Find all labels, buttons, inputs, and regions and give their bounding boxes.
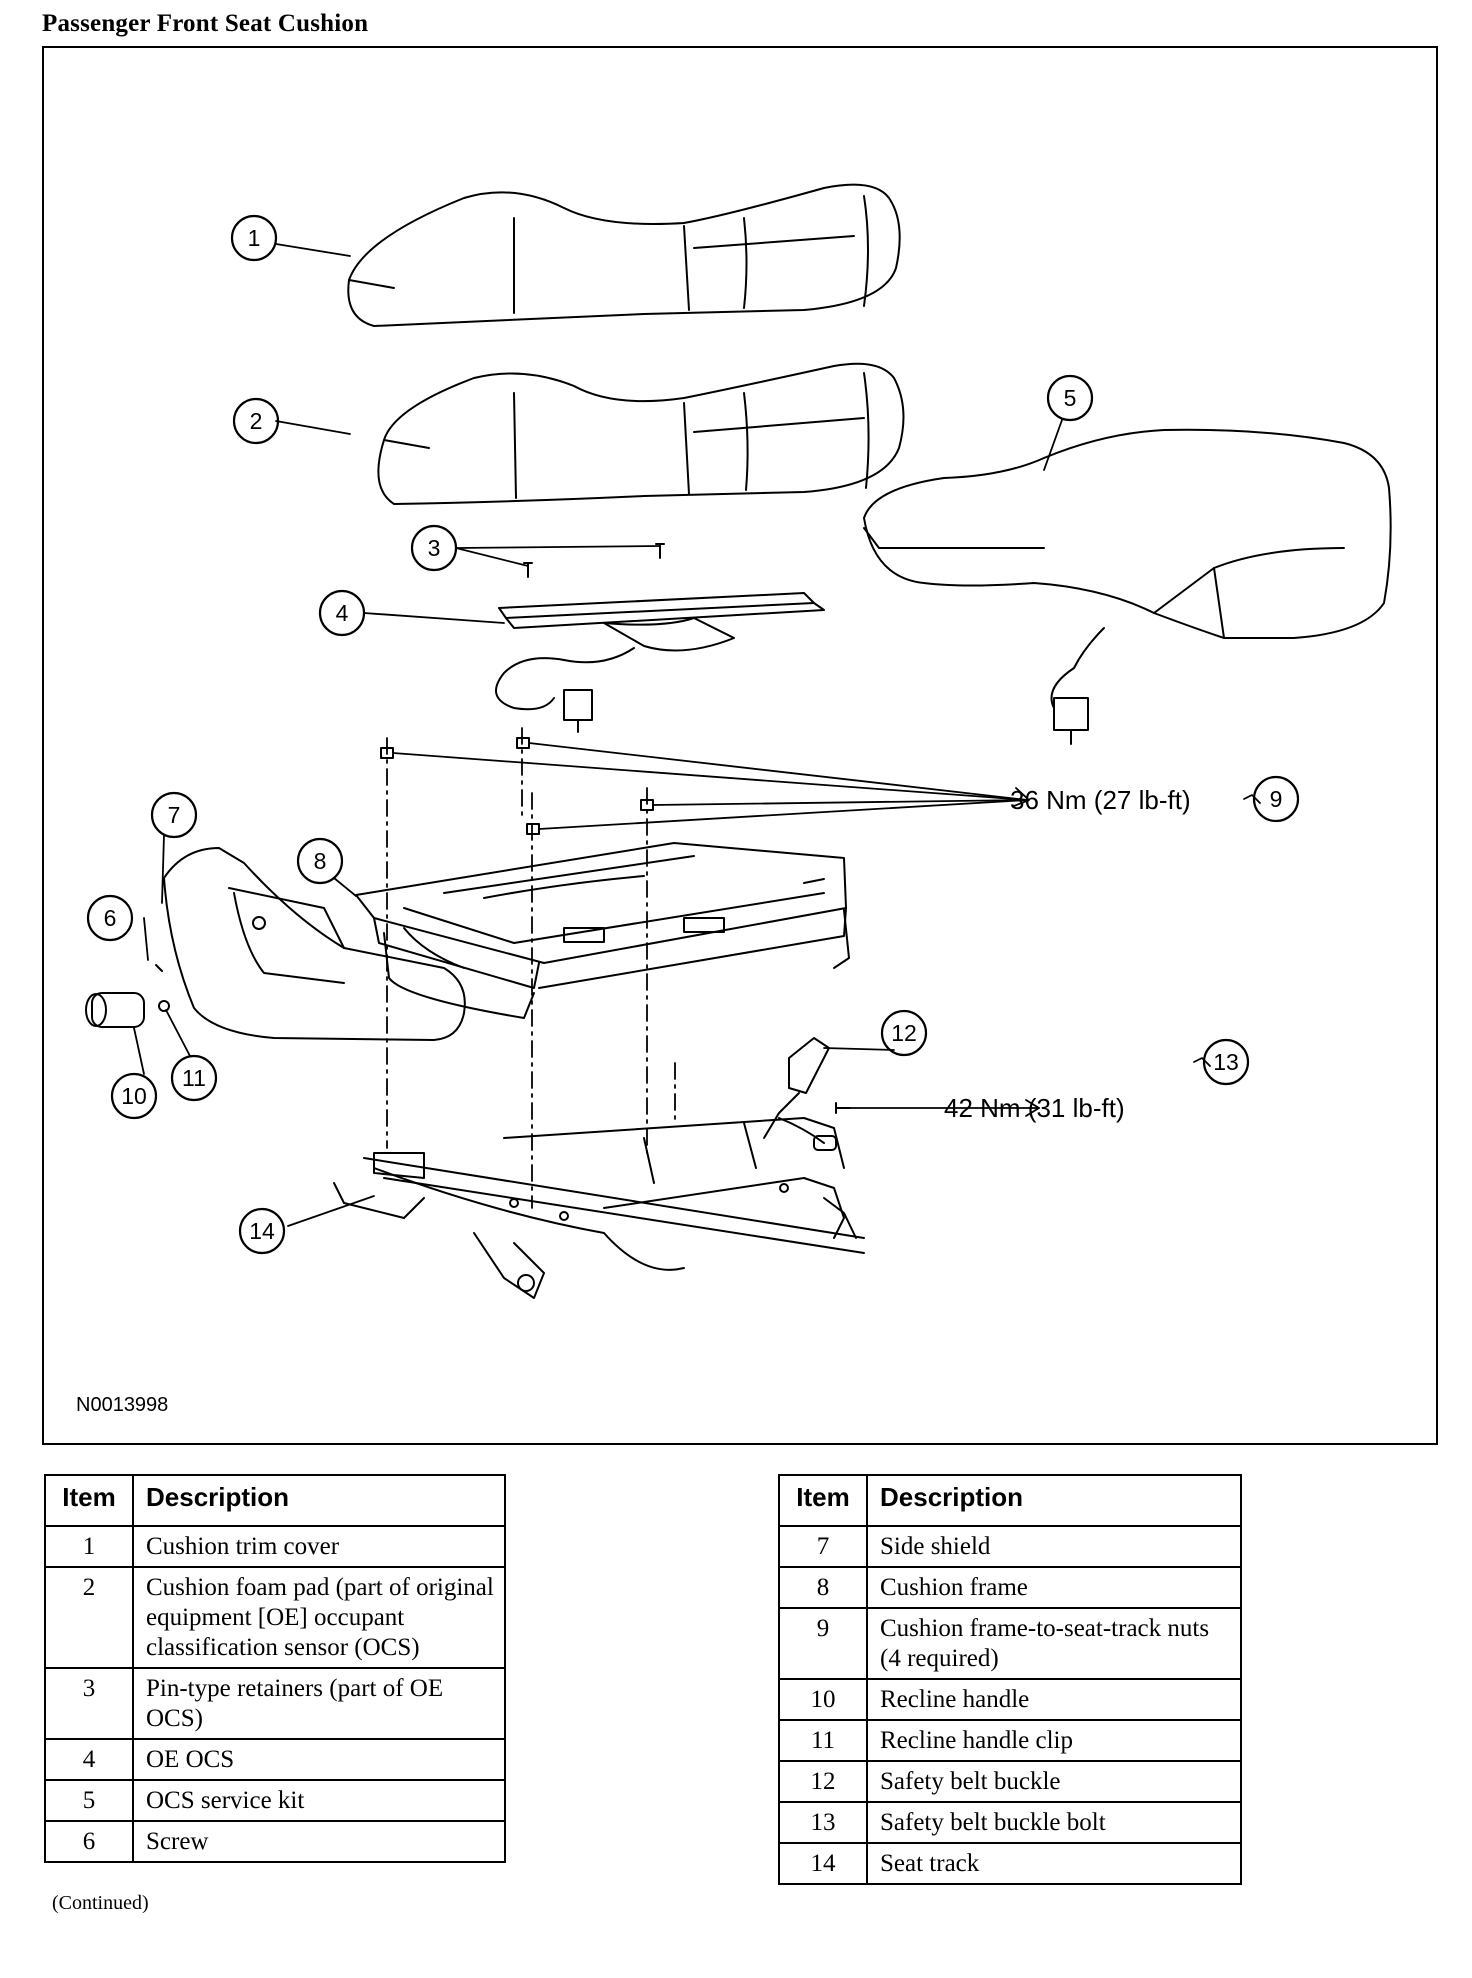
- buckle-bolt-drawing: [835, 1102, 851, 1114]
- item-description: Pin-type retainers (part of OE OCS): [132, 1667, 506, 1740]
- side-shield-drawing: [163, 847, 466, 1041]
- item-description: Screw: [132, 1820, 506, 1863]
- cushion-foam-pad-drawing: [377, 362, 905, 505]
- callout-1: 1: [248, 225, 261, 251]
- leader-lines: [133, 243, 1261, 1227]
- callout-4: 4: [336, 600, 349, 626]
- item-number: 7: [778, 1525, 868, 1568]
- table-row: 7 Side shield: [778, 1525, 1242, 1568]
- callout-13: 13: [1213, 1049, 1239, 1075]
- cushion-frame-drawing: [355, 842, 850, 1019]
- table-row: 8 Cushion frame: [778, 1566, 1242, 1609]
- item-number: 9: [778, 1607, 868, 1680]
- table-row: 6 Screw: [44, 1820, 506, 1863]
- item-description: Recline handle: [866, 1678, 1242, 1721]
- item-number: 11: [778, 1719, 868, 1762]
- callout-6: 6: [104, 905, 117, 931]
- column-header-item: Item: [44, 1474, 134, 1527]
- torque-spec-bolt: 42 Nm (31 lb-ft): [944, 1093, 1125, 1123]
- item-number: 14: [778, 1842, 868, 1885]
- item-description: Cushion frame: [866, 1566, 1242, 1609]
- continued-note: (Continued): [52, 1892, 149, 1914]
- item-number: 12: [778, 1760, 868, 1803]
- cushion-trim-cover-drawing: [347, 183, 901, 327]
- oe-ocs-drawing: [495, 592, 825, 733]
- item-number: 5: [44, 1779, 134, 1822]
- callout-5: 5: [1064, 385, 1077, 411]
- pin-retainers-drawing: [523, 543, 665, 578]
- seat-track-drawing: [333, 1117, 865, 1299]
- column-header-description: Description: [866, 1474, 1242, 1527]
- figure-id: N0013998: [76, 1394, 169, 1416]
- exploded-view-diagram: 1 2 3 4 5 6 7 8 9 10 11 12 13 14 36 Nm (…: [42, 46, 1438, 1445]
- callout-circles: [86, 214, 1300, 1255]
- item-description: OE OCS: [132, 1738, 506, 1781]
- alignment-lines: [386, 727, 676, 1209]
- table-row: 2 Cushion foam pad (part of original equ…: [44, 1566, 506, 1669]
- table-header-row: Item Description: [44, 1474, 506, 1527]
- safety-belt-buckle-drawing: [763, 1037, 837, 1151]
- callout-9: 9: [1270, 786, 1283, 812]
- item-number: 2: [44, 1566, 134, 1669]
- column-header-description: Description: [132, 1474, 506, 1527]
- item-number: 4: [44, 1738, 134, 1781]
- item-number: 8: [778, 1566, 868, 1609]
- callout-8: 8: [314, 848, 327, 874]
- item-number: 6: [44, 1820, 134, 1863]
- item-number: 13: [778, 1801, 868, 1844]
- item-number: 10: [778, 1678, 868, 1721]
- callout-10: 10: [121, 1083, 147, 1109]
- page-title: Passenger Front Seat Cushion: [42, 10, 369, 37]
- item-number: 3: [44, 1667, 134, 1740]
- recline-handle-drawing: [85, 992, 145, 1028]
- callout-14: 14: [249, 1218, 275, 1244]
- callout-12: 12: [891, 1020, 917, 1046]
- table-row: 11 Recline handle clip: [778, 1719, 1242, 1762]
- item-description: Cushion frame-to-seat-track nuts (4 requ…: [866, 1607, 1242, 1680]
- column-header-item: Item: [778, 1474, 868, 1527]
- table-row: 9 Cushion frame-to-seat-track nuts (4 re…: [778, 1607, 1242, 1680]
- item-description: Cushion foam pad (part of original equip…: [132, 1566, 506, 1669]
- screw-drawing: [155, 964, 163, 972]
- callout-7: 7: [168, 802, 181, 828]
- item-description: Safety belt buckle: [866, 1760, 1242, 1803]
- table-row: 12 Safety belt buckle: [778, 1760, 1242, 1803]
- table-row: 10 Recline handle: [778, 1678, 1242, 1721]
- item-description: Cushion trim cover: [132, 1525, 506, 1568]
- table-header-row: Item Description: [778, 1474, 1242, 1527]
- item-number: 1: [44, 1525, 134, 1568]
- table-row: 14 Seat track: [778, 1842, 1242, 1885]
- callout-2: 2: [250, 408, 263, 434]
- parts-table-left: Item Description 1 Cushion trim cover 2 …: [44, 1474, 506, 1863]
- recline-handle-clip-drawing: [158, 1000, 170, 1012]
- torque-specs: 36 Nm (27 lb-ft) 42 Nm (31 lb-ft): [944, 785, 1191, 1123]
- item-description: Safety belt buckle bolt: [866, 1801, 1242, 1844]
- ocs-service-kit-drawing: [863, 428, 1392, 745]
- item-description: Seat track: [866, 1842, 1242, 1885]
- item-description: OCS service kit: [132, 1779, 506, 1822]
- table-row: 3 Pin-type retainers (part of OE OCS): [44, 1667, 506, 1740]
- parts-table-right: Item Description 7 Side shield 8 Cushion…: [778, 1474, 1242, 1885]
- torque-spec-nuts: 36 Nm (27 lb-ft): [1010, 785, 1191, 815]
- item-description: Side shield: [866, 1525, 1242, 1568]
- callout-11: 11: [182, 1065, 206, 1091]
- table-row: 5 OCS service kit: [44, 1779, 506, 1822]
- callout-3: 3: [428, 535, 441, 561]
- table-row: 13 Safety belt buckle bolt: [778, 1801, 1242, 1844]
- table-row: 1 Cushion trim cover: [44, 1525, 506, 1568]
- item-description: Recline handle clip: [866, 1719, 1242, 1762]
- diagram-drawing: 1 2 3 4 5 6 7 8 9 10 11 12 13 14 36 Nm (…: [85, 183, 1392, 1299]
- table-row: 4 OE OCS: [44, 1738, 506, 1781]
- callout-numbers: 1 2 3 4 5 6 7 8 9 10 11 12 13 14: [104, 225, 1283, 1244]
